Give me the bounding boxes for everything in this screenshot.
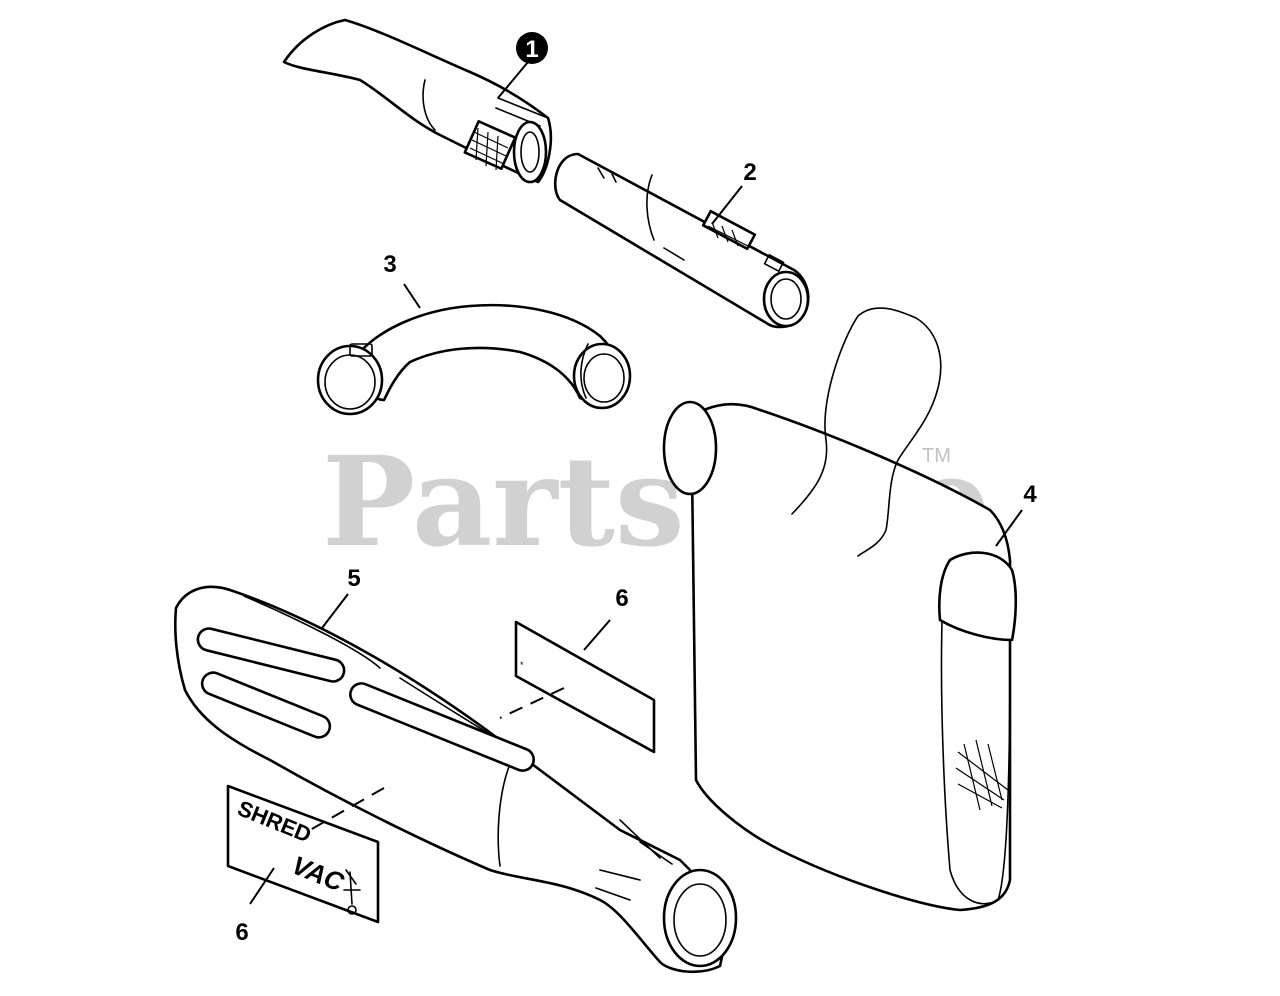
callout-3[interactable]: 3	[383, 251, 396, 278]
watermark-trademark: TM	[922, 445, 951, 467]
leader-lines	[249, 61, 1023, 905]
part-4-bag[interactable]	[662, 307, 1018, 912]
part-3-elbow[interactable]	[316, 303, 632, 416]
callout-1-badge	[516, 32, 548, 64]
callout-6-decal[interactable]: 6	[235, 919, 248, 946]
callout-5[interactable]: 5	[347, 565, 360, 592]
part-1-nozzle[interactable]	[282, 18, 553, 184]
callout-6-label[interactable]: 6	[615, 585, 628, 612]
callout-1-label: 1	[525, 36, 538, 63]
svg-text:*: *	[520, 660, 524, 670]
callout-2[interactable]: 2	[743, 159, 756, 186]
part-5-intake-tube[interactable]	[174, 585, 738, 974]
callout-1[interactable]: 1	[516, 32, 548, 64]
part-2-tube[interactable]	[553, 152, 810, 329]
part-6-label-blank[interactable]: *	[514, 620, 656, 754]
callout-4[interactable]: 4	[1023, 481, 1037, 508]
